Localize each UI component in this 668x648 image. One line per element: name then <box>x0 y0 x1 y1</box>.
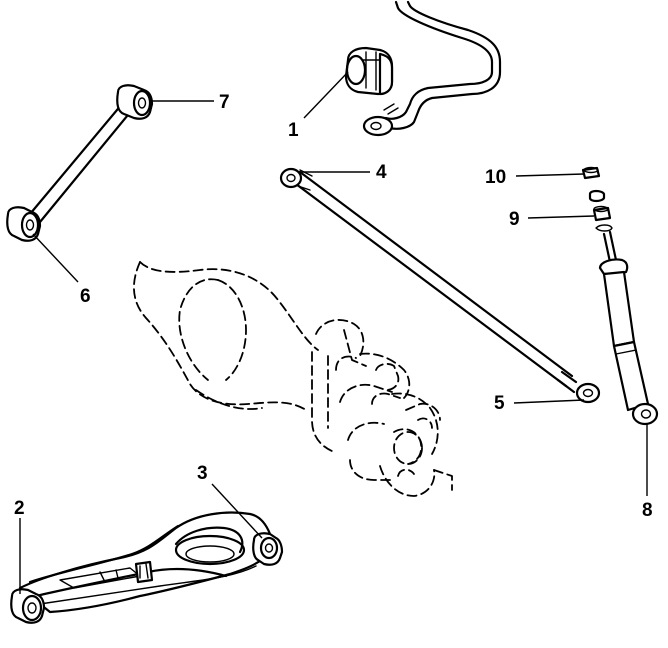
callout-3: 3 <box>197 463 208 484</box>
callout-labels: 1 2 3 4 5 6 7 8 9 10 <box>14 92 653 521</box>
shock-absorber <box>581 166 659 426</box>
lateral-rod <box>279 167 601 404</box>
callout-4: 4 <box>376 162 387 183</box>
callout-7: 7 <box>219 92 230 113</box>
callout-6: 6 <box>80 286 91 307</box>
callout-9: 9 <box>509 209 520 230</box>
callout-10: 10 <box>485 167 506 188</box>
callout-2: 2 <box>14 498 25 519</box>
stabilizer-bar <box>344 0 502 137</box>
trailing-arm <box>10 511 284 624</box>
callout-8: 8 <box>642 500 653 521</box>
upper-control-arm <box>6 84 154 242</box>
body-outline-dashed <box>133 261 453 497</box>
leader-lines <box>19 71 648 594</box>
callout-1: 1 <box>288 120 299 141</box>
callout-5: 5 <box>494 393 505 414</box>
